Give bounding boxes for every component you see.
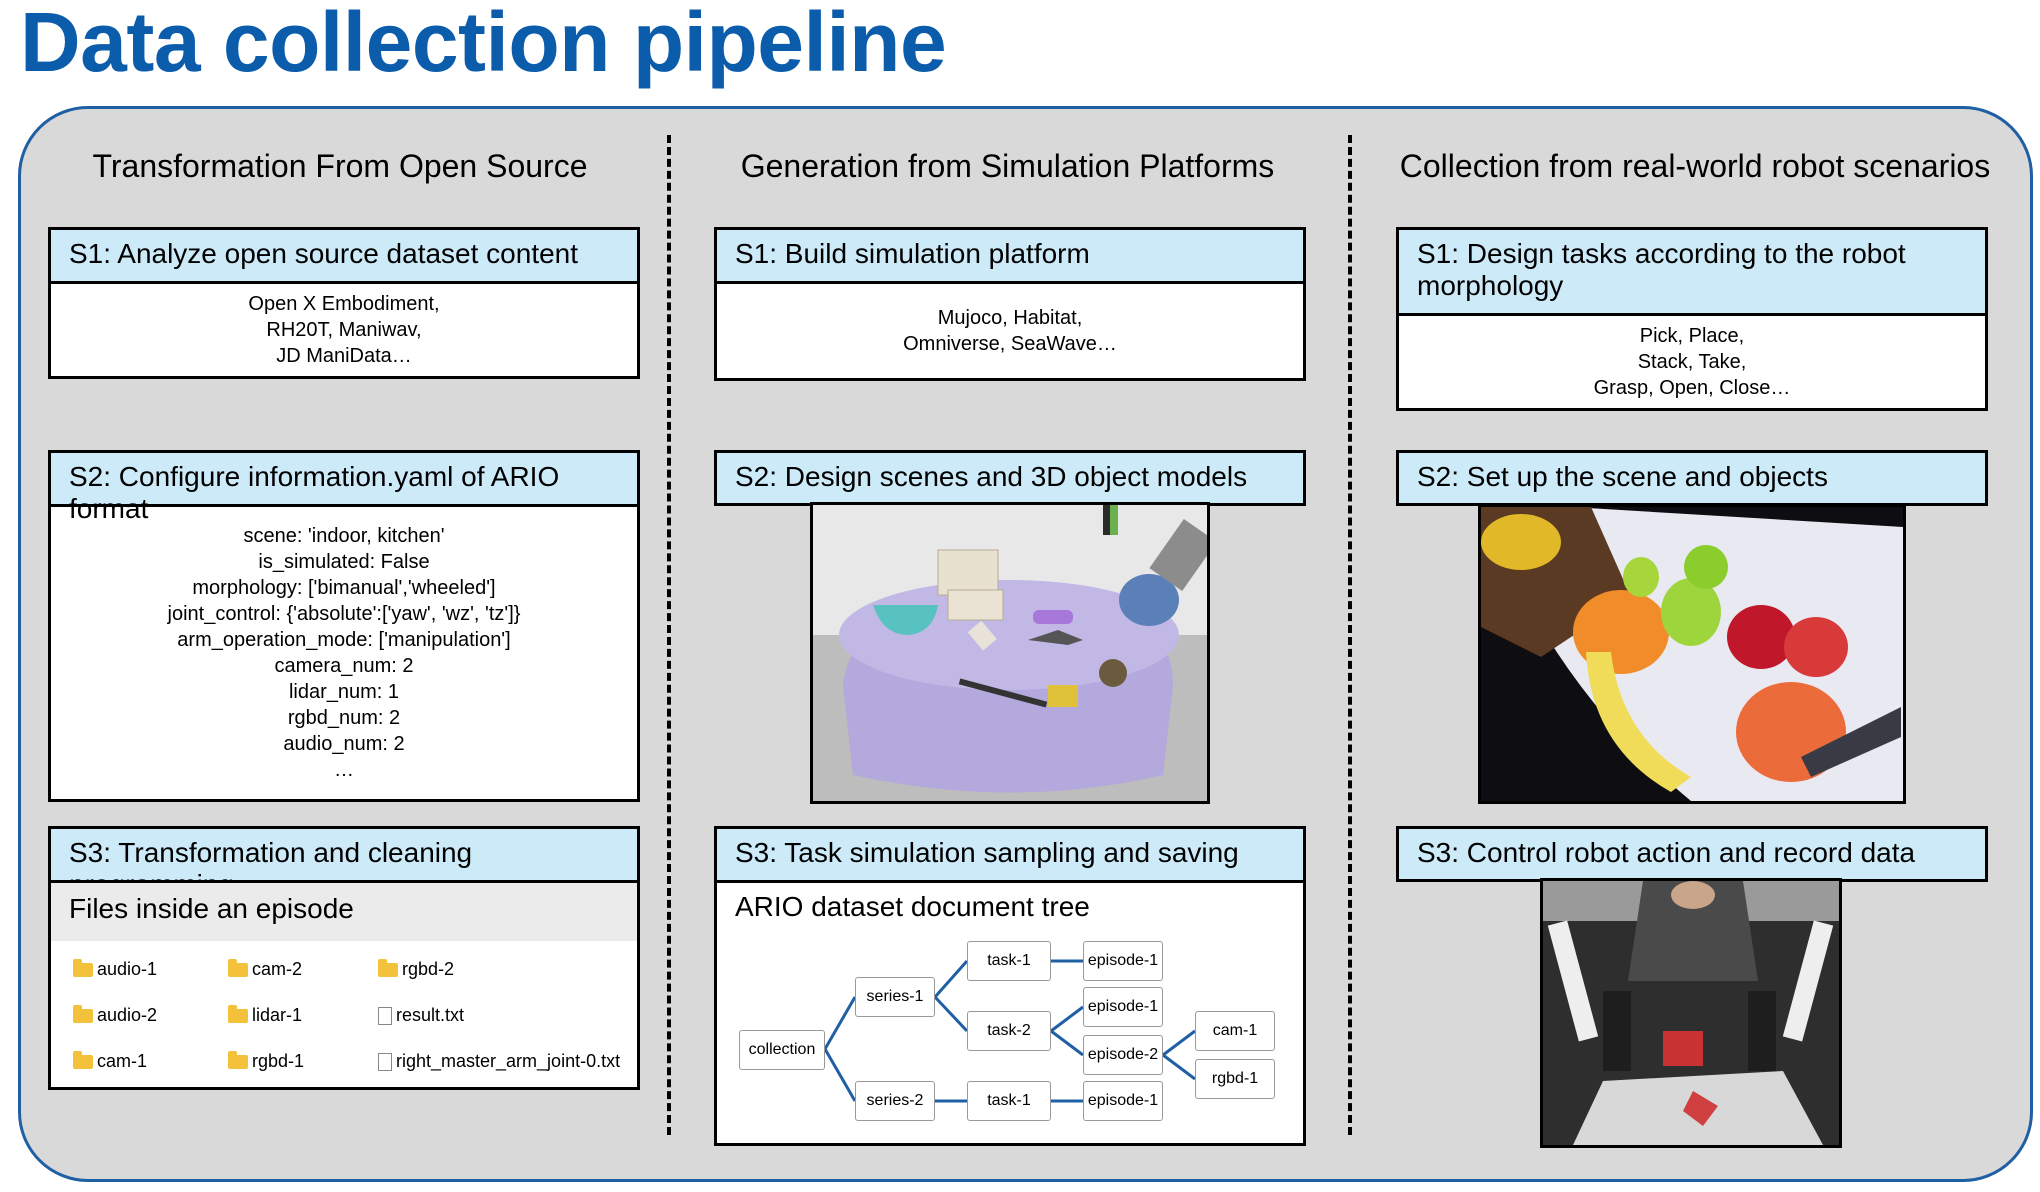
file-item[interactable]: rgbd-1 <box>228 1050 305 1072</box>
yaml-line: lidar_num: 1 <box>288 681 400 703</box>
column-heading-open-source: Transformation From Open Source <box>92 148 588 184</box>
folder-icon <box>378 958 398 977</box>
file-name: audio-1 <box>97 959 158 979</box>
step-s1-real-world: S1: Design tasks according to the robot … <box>1396 227 1988 411</box>
file-name: cam-1 <box>97 1051 148 1071</box>
step-header: S1: Build simulation platform <box>717 230 1303 284</box>
step-s3-real-world-header: S3: Control robot action and record data <box>1396 826 1988 882</box>
step-header: S3: Transformation and cleaning programm… <box>51 829 637 900</box>
file-grid: audio-1 cam-2 rgbd-2 audio-2 lidar-1 res… <box>51 941 637 1087</box>
yaml-line: audio_num: 2 <box>283 733 405 755</box>
fruit-scene-photo <box>1478 504 1906 804</box>
yaml-line: … <box>334 759 354 781</box>
step-line: Omniverse, SeaWave… <box>903 333 1117 355</box>
step-s3-open-source: S3: Transformation and cleaning programm… <box>48 826 640 1090</box>
step-line: Mujoco, Habitat, <box>937 307 1083 329</box>
file-name: right_master_arm_joint-0.txt <box>396 1051 621 1071</box>
tree-node-task[interactable]: task-1 <box>967 941 1051 981</box>
yaml-line: morphology: ['bimanual','wheeled'] <box>192 577 496 599</box>
step-header: S1: Analyze open source dataset content <box>51 230 637 284</box>
folder-icon <box>73 1050 93 1069</box>
folder-icon <box>73 1004 93 1023</box>
file-item[interactable]: cam-1 <box>73 1050 148 1072</box>
column-divider <box>667 135 671 1135</box>
tree-node-cam[interactable]: cam-1 <box>1195 1011 1275 1051</box>
yaml-line: rgbd_num: 2 <box>287 707 401 729</box>
file-item[interactable]: result.txt <box>378 1005 464 1026</box>
tree-node-episode[interactable]: episode-1 <box>1083 1081 1163 1121</box>
step-s2-open-source: S2: Configure information.yaml of ARIO f… <box>48 450 640 802</box>
yaml-line: joint_control: {'absolute':['yaw', 'wz',… <box>167 603 521 625</box>
file-name: audio-2 <box>97 1005 158 1025</box>
column-heading-simulation: Generation from Simulation Platforms <box>740 148 1275 184</box>
simulation-scene-illustration <box>813 505 1207 801</box>
step-header: S1: Design tasks according to the robot … <box>1399 230 1985 316</box>
file-icon <box>378 1052 392 1071</box>
step-line: Grasp, Open, Close… <box>1593 377 1791 399</box>
step-s2-real-world-header: S2: Set up the scene and objects <box>1396 450 1988 506</box>
file-name: rgbd-2 <box>402 959 455 979</box>
tree-node-rgbd[interactable]: rgbd-1 <box>1195 1059 1275 1099</box>
column-heading-real-world: Collection from real-world robot scenari… <box>1399 148 1991 184</box>
step-line: RH20T, Maniwav, <box>266 319 422 341</box>
file-name: lidar-1 <box>252 1005 303 1025</box>
robot-teleoperation-photo <box>1540 878 1842 1148</box>
tree-node-episode[interactable]: episode-1 <box>1083 987 1163 1027</box>
file-name: cam-2 <box>252 959 303 979</box>
tree-node-series[interactable]: series-1 <box>855 977 935 1017</box>
tree-node-task[interactable]: task-2 <box>967 1011 1051 1051</box>
file-item[interactable]: cam-2 <box>228 958 303 980</box>
step-s1-simulation: S1: Build simulation platform Mujoco, Ha… <box>714 227 1306 381</box>
file-item[interactable]: lidar-1 <box>228 1004 303 1026</box>
step-body: Open X Embodiment, RH20T, Maniwav, JD Ma… <box>51 284 637 376</box>
step-s2-simulation-header: S2: Design scenes and 3D object models <box>714 450 1306 506</box>
step-line: Stack, Take, <box>1637 351 1747 373</box>
step-s3-simulation: S3: Task simulation sampling and saving … <box>714 826 1306 1146</box>
tree-node-task[interactable]: task-1 <box>967 1081 1051 1121</box>
robot-teleoperation-illustration <box>1543 881 1839 1145</box>
fruit-scene-illustration <box>1481 507 1903 801</box>
tree-node-episode[interactable]: episode-1 <box>1083 941 1163 981</box>
yaml-line: scene: 'indoor, kitchen' <box>243 525 445 547</box>
simulation-scene-image <box>810 502 1210 804</box>
step-s1-open-source: S1: Analyze open source dataset content … <box>48 227 640 379</box>
step-line: Open X Embodiment, <box>248 293 440 315</box>
file-item[interactable]: rgbd-2 <box>378 958 455 980</box>
column-divider <box>1348 135 1352 1135</box>
folder-icon <box>228 1004 248 1023</box>
file-name: result.txt <box>396 1005 465 1025</box>
yaml-config: scene: 'indoor, kitchen' is_simulated: F… <box>51 507 637 799</box>
yaml-line: is_simulated: False <box>258 551 430 573</box>
page-title: Data collection pipeline <box>20 0 947 89</box>
file-icon <box>378 1006 392 1025</box>
step-line: Pick, Place, <box>1639 325 1745 347</box>
yaml-line: arm_operation_mode: ['manipulation'] <box>177 629 511 651</box>
step-header: S2: Configure information.yaml of ARIO f… <box>51 453 637 524</box>
yaml-line: camera_num: 2 <box>274 655 414 677</box>
file-item[interactable]: audio-1 <box>73 958 158 980</box>
file-name: rgbd-1 <box>252 1051 305 1071</box>
folder-icon <box>73 958 93 977</box>
step-body: Mujoco, Habitat, Omniverse, SeaWave… <box>717 284 1303 378</box>
step-body: Pick, Place, Stack, Take, Grasp, Open, C… <box>1399 316 1985 408</box>
step-line: JD ManiData… <box>276 345 412 367</box>
folder-icon <box>228 1050 248 1069</box>
tree-node-series[interactable]: series-2 <box>855 1081 935 1121</box>
tree-connectors <box>823 959 1196 1103</box>
tree-title: ARIO dataset document tree <box>735 891 1090 922</box>
file-item[interactable]: audio-2 <box>73 1004 158 1026</box>
tree-node-collection[interactable]: collection <box>739 1030 825 1070</box>
step-header: S3: Task simulation sampling and saving <box>717 829 1303 883</box>
file-item[interactable]: right_master_arm_joint-0.txt <box>378 1051 620 1072</box>
files-title: Files inside an episode <box>51 883 637 941</box>
tree-node-episode[interactable]: episode-2 <box>1083 1035 1163 1075</box>
folder-icon <box>228 958 248 977</box>
